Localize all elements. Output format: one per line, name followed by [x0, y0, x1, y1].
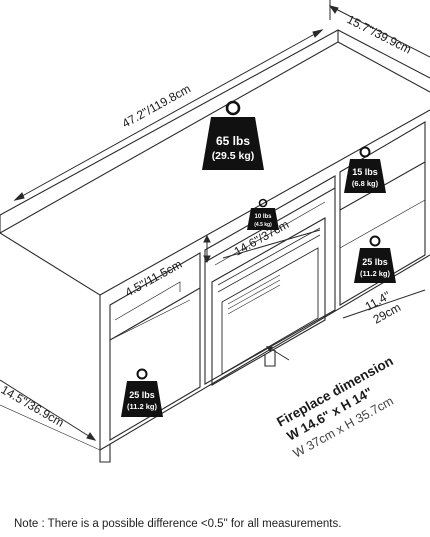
weight-top-lbs: 65 lbs	[216, 134, 250, 148]
weight-icon-top: 65 lbs (29.5 kg)	[202, 100, 264, 170]
weight-icon-right-upper: 15 lbs (6.8 kg)	[344, 146, 386, 193]
fireplace-callout: Fireplace dimension W 14.6" x H 14" W 37…	[266, 346, 396, 461]
weight-right-lower-kg: (11.2 kg)	[360, 269, 391, 278]
weight-center-kg: (4.5 kg)	[254, 222, 272, 228]
shelf-height-label: 4.5"/11.5cm	[123, 257, 185, 300]
weight-right-upper-kg: (6.8 kg)	[352, 179, 379, 188]
width-dimension-label: 47.2"/119.8cm	[120, 81, 193, 130]
weight-left-lower-kg: (11.2 kg)	[127, 402, 158, 411]
measurement-note: Note : There is a possible difference <0…	[14, 518, 342, 530]
weight-right-upper-lbs: 15 lbs	[352, 167, 378, 177]
depth-dimension-label: 15.7"/39.9cm	[345, 12, 414, 56]
weight-left-lower-lbs: 25 lbs	[129, 390, 155, 400]
height-dimension-label: 14.5"/36.9cm	[0, 382, 66, 429]
weight-top-kg: (29.5 kg)	[212, 150, 255, 162]
weight-center-lbs: 10 lbs	[254, 214, 272, 220]
weight-icon-right-lower: 25 lbs (11.2 kg)	[354, 235, 396, 283]
dimension-lines	[0, 0, 430, 441]
weight-icon-center-shelf: 10 lbs (4.5 kg)	[247, 198, 279, 230]
weight-right-lower-lbs: 25 lbs	[362, 257, 388, 267]
weight-icon-left-lower: 25 lbs (11.2 kg)	[121, 368, 163, 417]
